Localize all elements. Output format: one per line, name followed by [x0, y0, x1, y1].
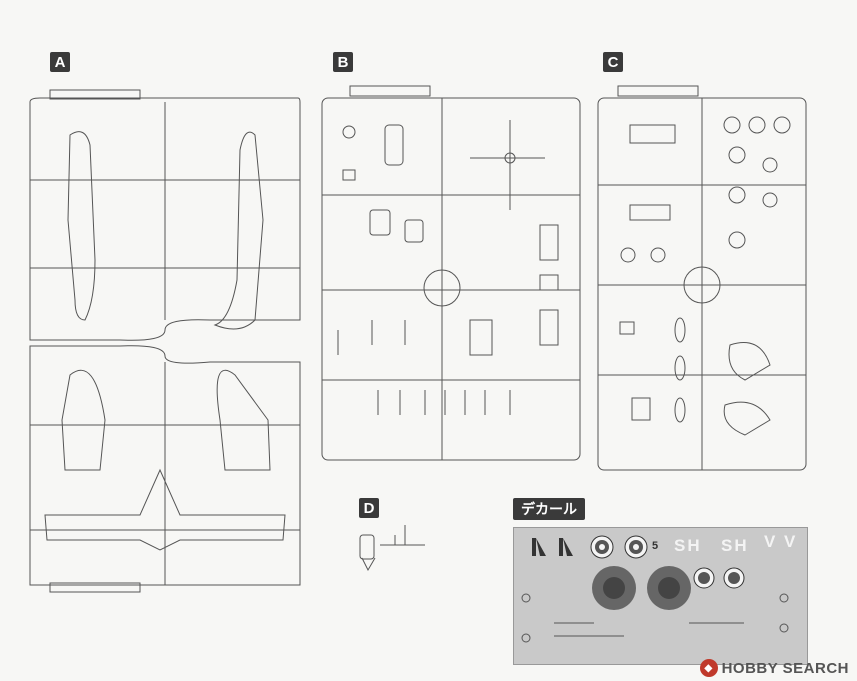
- sprue-b-frame: [321, 85, 581, 461]
- roundel-large-1: [592, 566, 636, 610]
- sprue-d-frame: [359, 525, 425, 572]
- decal-code-sh-2: SH: [721, 536, 749, 555]
- sprue-b-label: B: [333, 52, 353, 72]
- decal-sheet: SH SH V V 5: [513, 527, 808, 665]
- sprue-a-label: A: [50, 52, 70, 72]
- sprue-d-label: D: [359, 498, 379, 518]
- decal-graphics: [521, 535, 789, 643]
- sprue-c-frame: [597, 85, 807, 471]
- roundel-small-4: [723, 567, 745, 589]
- roundel-large-2: [647, 566, 691, 610]
- decal-code-sh-1: SH: [674, 536, 702, 555]
- roundel-small-2: [624, 535, 648, 559]
- stencil-lines: [521, 593, 789, 643]
- roundel-small-1: [590, 535, 614, 559]
- roundel-small-3: [693, 567, 715, 589]
- fin-flashes: [532, 538, 573, 556]
- hobby-search-watermark: ◆ HOBBY SEARCH: [699, 659, 849, 677]
- decal-title: デカール: [513, 498, 585, 520]
- decal-serial-digit: 5: [652, 540, 661, 552]
- decal-code-v-2: V: [784, 532, 798, 551]
- decal-code-v-1: V: [764, 532, 778, 551]
- sprue-c-label: C: [603, 52, 623, 72]
- sprue-a-frame: [29, 89, 301, 593]
- watermark-text: HOBBY SEARCH: [721, 659, 849, 677]
- hobby-search-logo-icon: ◆: [699, 659, 718, 677]
